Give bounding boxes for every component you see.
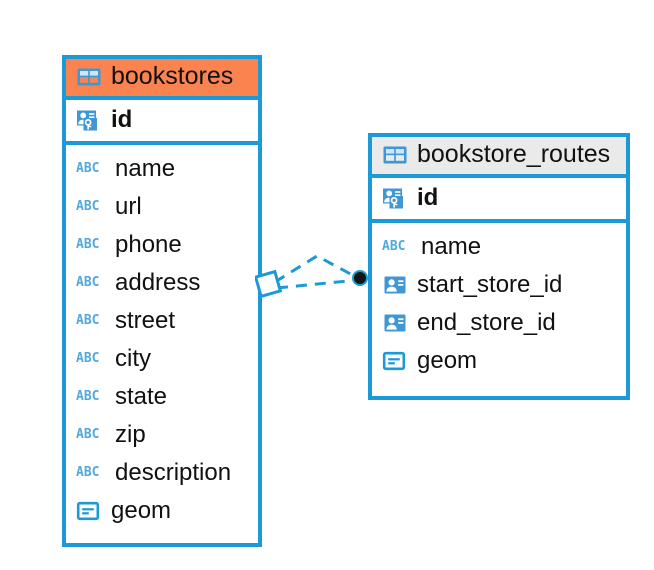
- abc-icon: ABC: [76, 389, 100, 404]
- field-row-street[interactable]: ABC street: [66, 302, 258, 340]
- field-row-url[interactable]: ABC url: [66, 188, 258, 226]
- entity-title: bookstore_routes: [417, 140, 611, 168]
- field-label: end_store_id: [417, 308, 556, 336]
- field-label: url: [115, 192, 142, 220]
- table-icon: [382, 142, 408, 168]
- field-row-primary-key[interactable]: id: [66, 100, 258, 145]
- field-label: street: [115, 306, 176, 334]
- abc-icon: ABC: [76, 313, 100, 328]
- field-label: id: [417, 184, 439, 212]
- abc-icon: ABC: [76, 275, 100, 290]
- field-row-state[interactable]: ABC state: [66, 378, 258, 416]
- entity-header-bookstores[interactable]: bookstores: [66, 59, 258, 100]
- field-row-end-store-id[interactable]: end_store_id: [372, 304, 626, 342]
- field-row-name[interactable]: ABC name: [372, 228, 626, 266]
- field-row-start-store-id[interactable]: start_store_id: [372, 266, 626, 304]
- field-label: name: [421, 232, 482, 260]
- abc-icon: ABC: [76, 427, 100, 442]
- field-label: start_store_id: [417, 270, 563, 298]
- field-row-geom[interactable]: geom: [66, 492, 258, 530]
- person-card-icon: [382, 310, 408, 336]
- field-label: geom: [111, 496, 172, 524]
- field-row-name[interactable]: ABC name: [66, 150, 258, 188]
- abc-icon: ABC: [76, 199, 100, 214]
- entity-header-bookstore-routes[interactable]: bookstore_routes: [372, 137, 626, 178]
- key-person-icon: [76, 107, 102, 133]
- field-row-phone[interactable]: ABC phone: [66, 226, 258, 264]
- field-row-geom[interactable]: geom: [372, 342, 626, 380]
- abc-icon: ABC: [76, 237, 100, 252]
- abc-icon: ABC: [382, 239, 406, 254]
- abc-icon: ABC: [76, 161, 100, 176]
- field-label: name: [115, 154, 176, 182]
- person-card-icon: [382, 272, 408, 298]
- field-row-description[interactable]: ABC description: [66, 454, 258, 492]
- key-person-icon: [382, 185, 408, 211]
- relationship-target-circle-icon: [352, 270, 368, 286]
- field-label: address: [115, 268, 201, 296]
- entity-title: bookstores: [111, 62, 234, 90]
- abc-icon: ABC: [76, 351, 100, 366]
- field-label: id: [111, 106, 133, 134]
- field-row-city[interactable]: ABC city: [66, 340, 258, 378]
- abc-icon: ABC: [76, 465, 100, 480]
- geometry-icon: [382, 348, 408, 374]
- field-label: city: [115, 344, 151, 372]
- field-label: geom: [417, 346, 478, 374]
- field-row-primary-key[interactable]: id: [372, 178, 626, 223]
- entity-bookstore-routes[interactable]: bookstore_routes id ABC: [368, 133, 630, 400]
- field-label: zip: [115, 420, 146, 448]
- entity-bookstores[interactable]: bookstores id ABC: [62, 55, 262, 547]
- field-list-bookstore-routes: ABC name start_store_id: [372, 223, 626, 386]
- field-row-zip[interactable]: ABC zip: [66, 416, 258, 454]
- field-label: phone: [115, 230, 182, 258]
- field-list-bookstores: ABC name ABC url ABC phone ABC address A…: [66, 145, 258, 536]
- geometry-icon: [76, 498, 102, 524]
- relationship-connector[interactable]: [255, 238, 385, 318]
- field-label: description: [115, 458, 232, 486]
- field-label: state: [115, 382, 168, 410]
- relationship-branch-upper: [274, 254, 359, 284]
- field-row-address[interactable]: ABC address: [66, 264, 258, 302]
- table-icon: [76, 64, 102, 90]
- relationship-branch-lower: [276, 278, 359, 290]
